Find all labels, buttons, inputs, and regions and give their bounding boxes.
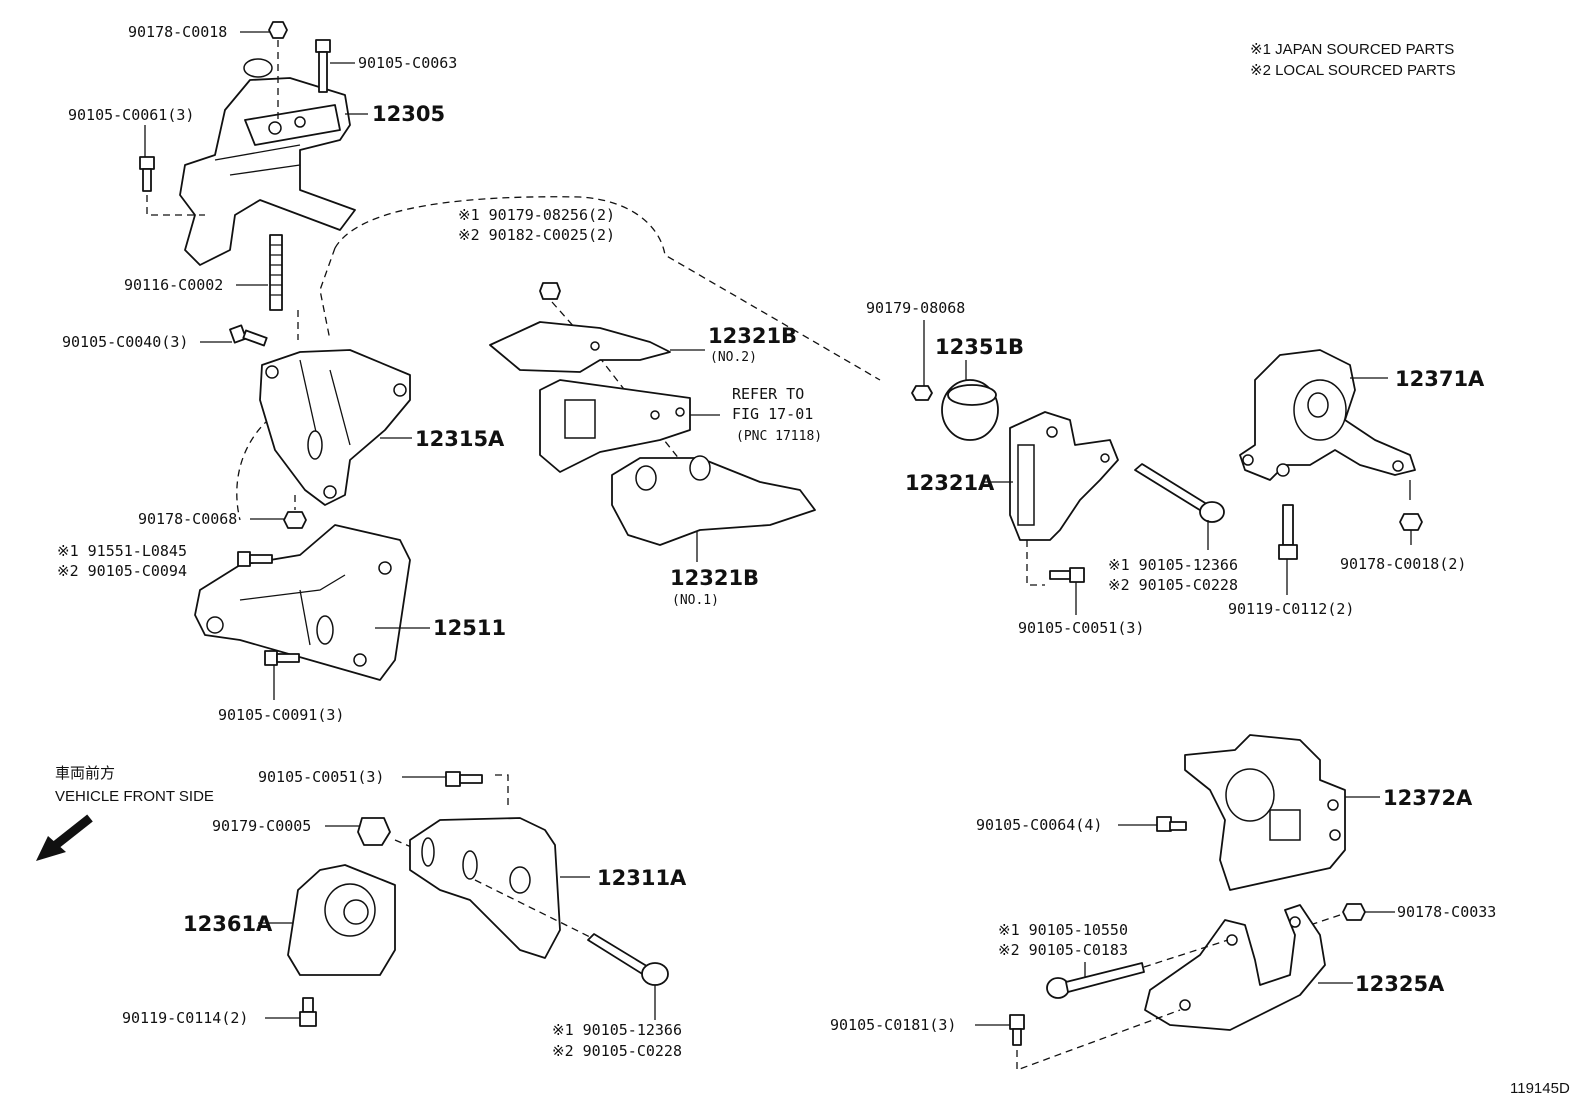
label-90178-C0033: 90178-C0033 bbox=[1397, 903, 1496, 921]
label-90105-C0181: 90105-C0181(3) bbox=[830, 1016, 956, 1034]
label-90105-C0183: ※2 90105-C0183 bbox=[998, 941, 1128, 959]
vehicle-front-side-label: VEHICLE FRONT SIDE bbox=[55, 788, 214, 805]
part-12361A-mount bbox=[287, 864, 396, 976]
nut-90178-C0018-2 bbox=[1399, 513, 1423, 531]
label-12372A: 12372A bbox=[1383, 786, 1473, 810]
label-91551-L0845: ※1 91551-L0845 bbox=[57, 542, 187, 560]
bolt-90105-C0040 bbox=[229, 324, 268, 347]
label-90105-C0051-a: 90105-C0051(3) bbox=[1018, 619, 1144, 637]
label-90182-C0025: ※2 90182-C0025(2) bbox=[458, 226, 615, 244]
leader-lines bbox=[144, 31, 1412, 1026]
label-12321B-no1-sub: (NO.1) bbox=[672, 593, 719, 608]
dash bbox=[474, 879, 591, 938]
label-90178-C0068: 90178-C0068 bbox=[138, 510, 237, 528]
label-90179-08068: 90179-08068 bbox=[866, 299, 965, 317]
part-12311A-bracket bbox=[409, 817, 561, 959]
nut-90179-08068 bbox=[911, 385, 933, 401]
label-refer-pnc: (PNC 17118) bbox=[736, 429, 822, 444]
dash bbox=[146, 195, 205, 216]
dash bbox=[394, 839, 431, 856]
label-90105-C0228-b: ※2 90105-C0228 bbox=[552, 1042, 682, 1060]
reference-dash-line-2 bbox=[319, 247, 336, 341]
part-12351B-bushing bbox=[941, 379, 999, 441]
label-12321B-no2-sub: (NO.2) bbox=[710, 350, 757, 365]
dash bbox=[495, 774, 509, 810]
reference-dash-line bbox=[334, 196, 881, 381]
nut-90178-C0068 bbox=[283, 511, 307, 529]
label-refer-to: REFER TO bbox=[732, 385, 804, 403]
label-90105-C0094: ※2 90105-C0094 bbox=[57, 562, 187, 580]
vehicle-front-arrow-icon bbox=[36, 814, 93, 861]
part-12371A-mount bbox=[1239, 349, 1416, 481]
bolt-90105-12366-b bbox=[587, 933, 669, 986]
label-90178-C0018-2: 90178-C0018(2) bbox=[1340, 555, 1466, 573]
label-12361A: 12361A bbox=[183, 912, 273, 936]
dash bbox=[1016, 1009, 1181, 1071]
label-90119-C0112: 90119-C0112(2) bbox=[1228, 600, 1354, 618]
label-90116-C0002: 90116-C0002 bbox=[124, 276, 223, 294]
part-12305-mount bbox=[179, 58, 356, 266]
dash bbox=[1026, 540, 1045, 586]
label-12311A: 12311A bbox=[597, 866, 687, 890]
bolt-90105-C0061 bbox=[139, 156, 155, 192]
label-12321B-no1: 12321B bbox=[670, 566, 759, 590]
bolt-90119-C0114 bbox=[299, 997, 317, 1027]
nut-90179-C0005 bbox=[357, 817, 391, 846]
bolt-90105-C0063 bbox=[315, 39, 331, 93]
part-12315A-bracket bbox=[259, 349, 411, 506]
part-bracket-refer-fig-17-01 bbox=[539, 379, 691, 473]
stud-90119-C0112 bbox=[1278, 504, 1298, 560]
part-12321B-no2-shield bbox=[489, 321, 671, 373]
part-12321B-no1-shield bbox=[611, 455, 816, 546]
bolt-90105-C0051-b bbox=[445, 771, 483, 787]
bolt-90105-C0051-a bbox=[1049, 567, 1085, 583]
label-12321B-no2: 12321B bbox=[708, 324, 797, 348]
label-90105-10550: ※1 90105-10550 bbox=[998, 921, 1128, 939]
figure-id: 119145D bbox=[1510, 1080, 1570, 1097]
label-90105-C0091: 90105-C0091(3) bbox=[218, 706, 344, 724]
label-12325A: 12325A bbox=[1355, 972, 1445, 996]
label-90105-C0063: 90105-C0063 bbox=[358, 54, 457, 72]
label-12315A: 12315A bbox=[415, 427, 505, 451]
bolt-90105-10550 bbox=[1046, 962, 1145, 999]
label-12511: 12511 bbox=[433, 616, 506, 640]
label-90178-C0018: 90178-C0018 bbox=[128, 23, 227, 41]
bolt-90105-C0091 bbox=[264, 650, 300, 666]
part-12511-bracket bbox=[194, 524, 411, 681]
label-90105-C0061: 90105-C0061(3) bbox=[68, 106, 194, 124]
label-90105-C0040: 90105-C0040(3) bbox=[62, 333, 188, 351]
legend-local-sourced: ※2 LOCAL SOURCED PARTS bbox=[1250, 62, 1456, 79]
nut-90179-08256 bbox=[539, 282, 561, 300]
part-12321A-bracket bbox=[1009, 411, 1119, 541]
label-90105-C0051-b: 90105-C0051(3) bbox=[258, 768, 384, 786]
vehicle-front-jp: 車両前方 bbox=[55, 765, 115, 782]
label-90179-C0005: 90179-C0005 bbox=[212, 817, 311, 835]
label-90105-C0064: 90105-C0064(4) bbox=[976, 816, 1102, 834]
label-90179-08256: ※1 90179-08256(2) bbox=[458, 206, 615, 224]
label-90105-12366-b: ※1 90105-12366 bbox=[552, 1021, 682, 1039]
bolt-90105-12366-a bbox=[1134, 463, 1225, 523]
label-12321A: 12321A bbox=[905, 471, 995, 495]
label-12351B: 12351B bbox=[935, 335, 1024, 359]
label-12305: 12305 bbox=[372, 102, 445, 126]
dash bbox=[1309, 914, 1341, 926]
label-90105-12366-a: ※1 90105-12366 bbox=[1108, 556, 1238, 574]
bolt-90105-C0064 bbox=[1156, 816, 1187, 832]
label-90119-C0114: 90119-C0114(2) bbox=[122, 1009, 248, 1027]
bolt-90178-C0018 bbox=[268, 21, 288, 39]
bolt-90105-C0181 bbox=[1009, 1014, 1025, 1046]
part-12372A-mount bbox=[1184, 734, 1346, 891]
bolt-91551-L0845 bbox=[237, 551, 273, 567]
label-12371A: 12371A bbox=[1395, 367, 1485, 391]
dash bbox=[1143, 939, 1229, 968]
legend-japan-sourced: ※1 JAPAN SOURCED PARTS bbox=[1250, 41, 1454, 58]
label-refer-fig: FIG 17-01 bbox=[732, 405, 813, 423]
stud-90116-C0002 bbox=[269, 234, 283, 311]
nut-90178-C0033 bbox=[1342, 903, 1366, 921]
part-12325A-bracket bbox=[1144, 904, 1326, 1031]
label-90105-C0228-a: ※2 90105-C0228 bbox=[1108, 576, 1238, 594]
